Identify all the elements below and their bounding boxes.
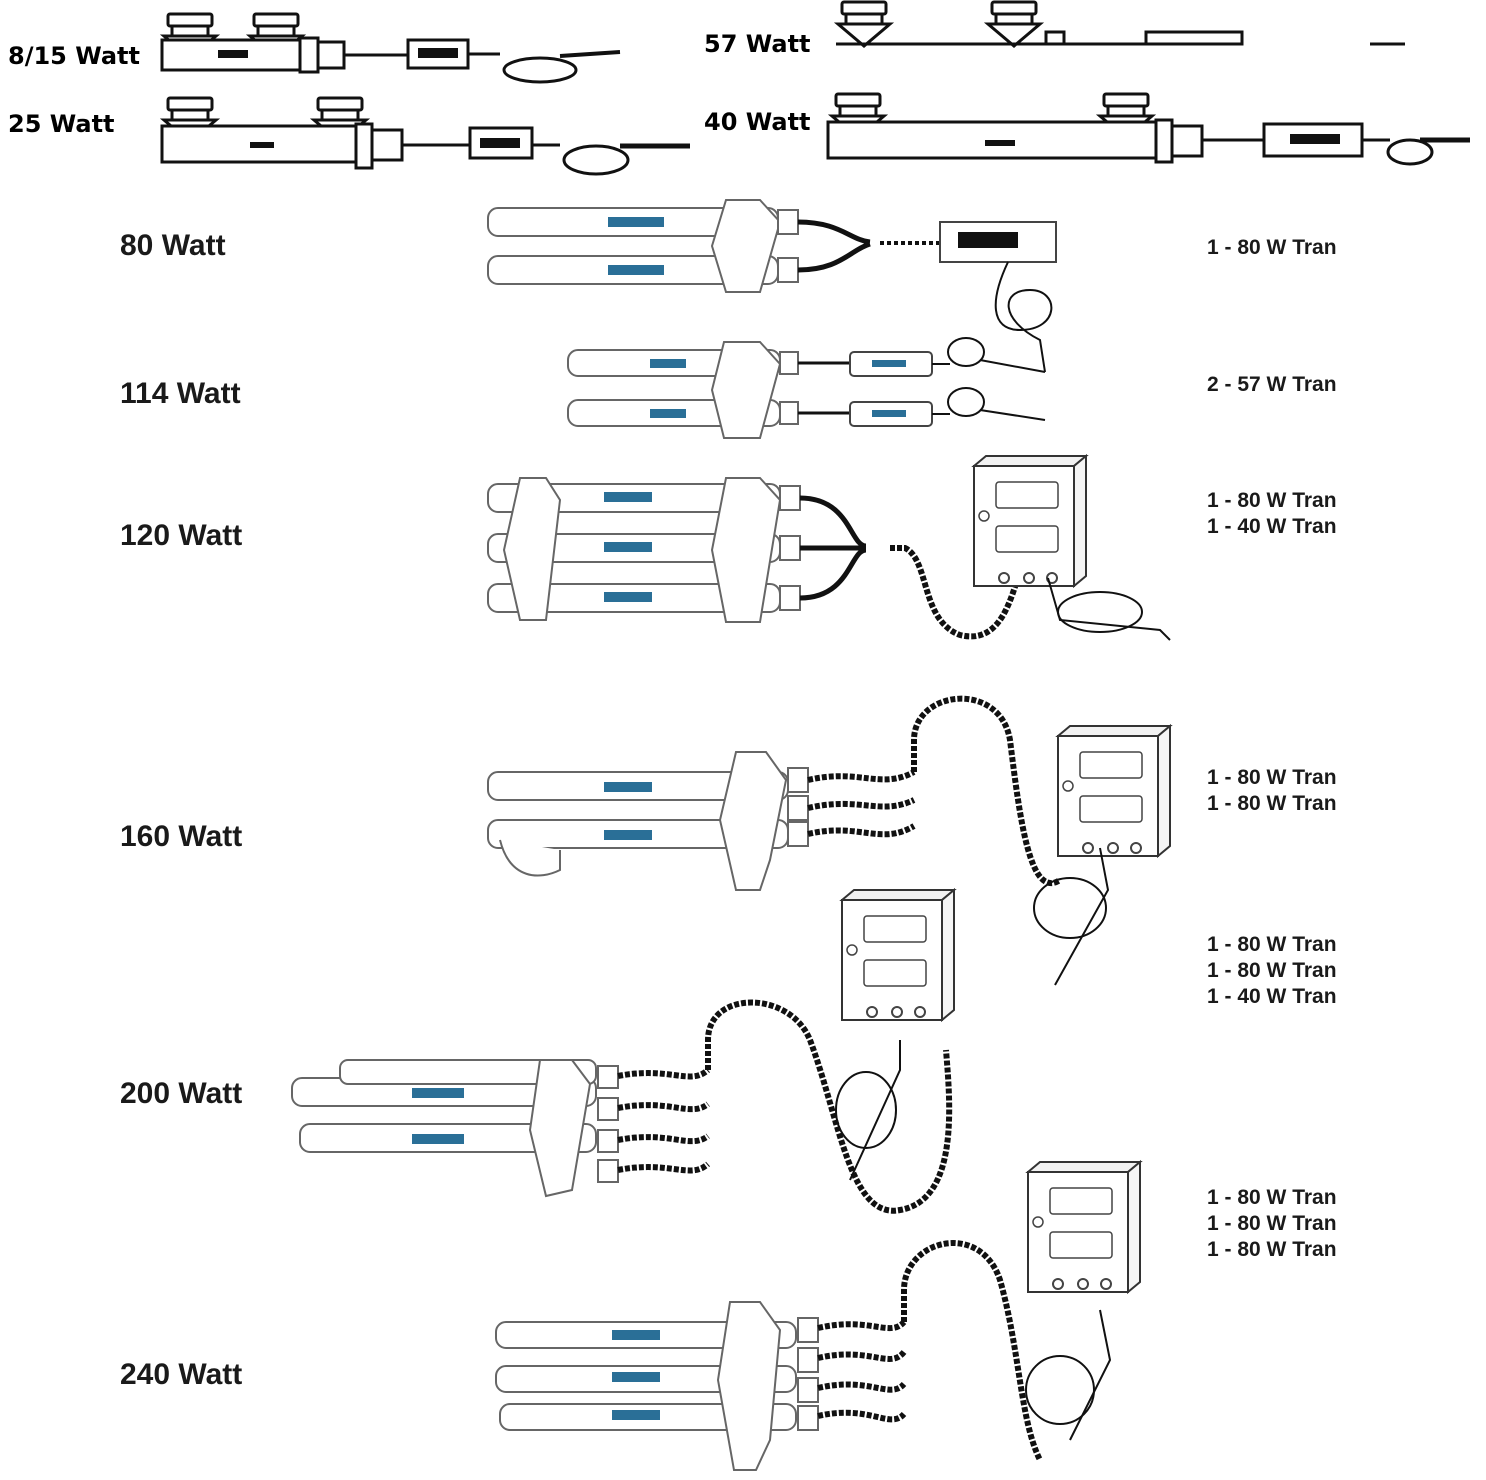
- unit-57-watt-drawing: [836, 0, 1405, 48]
- transformer-line: 1 - 80 W Tran: [1207, 1186, 1337, 1209]
- unit-label-57-watt: 57 Watt: [704, 30, 811, 58]
- transformer-list-114-watt: 2 - 57 W Tran: [1207, 372, 1340, 398]
- transformer-line: 1 - 40 W Tran: [1207, 515, 1337, 538]
- unit-label-25-watt: 25 Watt: [8, 110, 115, 138]
- transformer-list-200-watt: 1 - 80 W Tran 1 - 80 W Tran 1 - 40 W Tra…: [1207, 932, 1340, 1010]
- system-114-watt-drawing: [567, 337, 1046, 439]
- transformer-line: 1 - 80 W Tran: [1207, 766, 1337, 789]
- unit-label-40-watt: 40 Watt: [704, 108, 811, 136]
- unit-label-8-15-watt: 8/15 Watt: [8, 42, 140, 70]
- unit-25-watt-drawing: [160, 96, 690, 176]
- transformer-list-80-watt: 1 - 80 W Tran: [1207, 235, 1340, 261]
- system-label-200-watt: 200 Watt: [120, 1077, 243, 1110]
- transformer-list-160-watt: 1 - 80 W Tran 1 - 80 W Tran: [1207, 765, 1340, 817]
- system-160-watt-drawing: [487, 695, 1171, 986]
- system-200-watt-drawing: [291, 889, 955, 1214]
- system-80-watt-drawing: [487, 199, 1057, 373]
- system-label-160-watt: 160 Watt: [120, 820, 243, 853]
- system-120-watt-drawing: [487, 455, 1171, 641]
- transformer-line: 1 - 80 W Tran: [1207, 792, 1337, 815]
- system-label-120-watt: 120 Watt: [120, 519, 243, 552]
- transformer-line: 1 - 80 W Tran: [1207, 1212, 1337, 1235]
- transformer-list-120-watt: 1 - 80 W Tran 1 - 40 W Tran: [1207, 488, 1340, 540]
- unit-40-watt-drawing: [826, 92, 1470, 166]
- transformer-line: 2 - 57 W Tran: [1207, 373, 1337, 396]
- system-label-114-watt: 114 Watt: [120, 377, 241, 410]
- system-label-240-watt: 240 Watt: [120, 1358, 243, 1391]
- transformer-line: 1 - 80 W Tran: [1207, 933, 1337, 956]
- transformer-line: 1 - 40 W Tran: [1207, 985, 1337, 1008]
- transformer-list-240-watt: 1 - 80 W Tran 1 - 80 W Tran 1 - 80 W Tra…: [1207, 1185, 1340, 1263]
- system-label-80-watt: 80 Watt: [120, 229, 226, 262]
- unit-8-15-watt-drawing: [160, 12, 621, 84]
- system-240-watt-drawing: [495, 1161, 1141, 1471]
- transformer-line: 1 - 80 W Tran: [1207, 489, 1337, 512]
- transformer-line: 1 - 80 W Tran: [1207, 236, 1337, 259]
- transformer-line: 1 - 80 W Tran: [1207, 959, 1337, 982]
- transformer-line: 1 - 80 W Tran: [1207, 1238, 1337, 1261]
